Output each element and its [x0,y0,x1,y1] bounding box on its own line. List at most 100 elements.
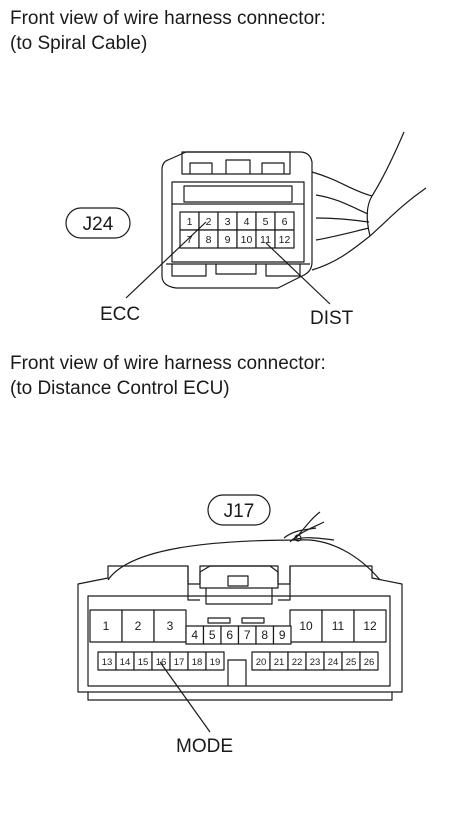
j17-pin-6: 6 [220,625,240,645]
j24-pin-12: 12 [274,229,295,249]
spiral-cable-heading: Front view of wire harness connector: (t… [10,6,326,56]
j24-pin-3-label: 3 [225,216,231,228]
j17-pin-2-label: 2 [135,619,142,633]
j17-mode-callout: MODE [176,736,233,757]
j17-mode-leader [159,661,211,733]
j17-pin-11: 11 [321,609,355,643]
j17-pin-24: 24 [323,651,343,671]
j24-ecc-callout: ECC [100,304,140,325]
j17-pin-20-label: 20 [256,657,267,668]
j17-pin-5: 5 [202,625,222,645]
j24-pin-11-label: 11 [260,234,271,246]
j17-pin-23: 23 [305,651,325,671]
j17-pin-12-label: 12 [363,619,377,633]
j24-pin-5: 5 [255,211,276,231]
j24-pin-10: 10 [236,229,257,249]
j17-pin-14: 14 [115,651,135,671]
j24-pin-12-label: 12 [279,234,291,246]
distance-ecu-heading: Front view of wire harness connector: (t… [10,351,326,401]
j17-pin-25: 25 [341,651,361,671]
j17-pin-6-label: 6 [226,628,233,642]
j24-pin-9: 9 [217,229,238,249]
j17-pin-20: 20 [251,651,271,671]
distance-heading-line-1: Front view of wire harness connector: [10,353,326,374]
j17-pin-23-label: 23 [310,657,321,668]
j17-inner-frame [87,595,391,687]
j17-pin-4-label: 4 [191,628,198,642]
connector-j17: J17 [77,494,403,701]
j24-cable [311,131,427,271]
j24-inner-frame [171,181,305,263]
j17-pin-14-label: 14 [120,657,131,668]
j17-pin-2: 2 [121,609,155,643]
j17-pin-1-label: 1 [103,619,110,633]
j17-pin-22: 22 [287,651,307,671]
j24-tag-label: J24 [83,214,114,235]
j17-pin-12: 12 [353,609,387,643]
j17-pin-18: 18 [187,651,207,671]
connector-j24: J24 [65,131,427,289]
j17-pin-13: 13 [97,651,117,671]
j24-pin-7-label: 7 [187,234,193,246]
j17-pin-10-label: 10 [299,619,313,633]
j17-pin-17: 17 [169,651,189,671]
j24-dist-callout: DIST [310,308,354,329]
j17-pin-18-label: 18 [192,657,203,668]
j17-pin-24-label: 24 [328,657,339,668]
j17-pin-5-label: 5 [209,628,216,642]
j17-pin-8: 8 [255,625,275,645]
j24-pin-1-label: 1 [187,216,193,228]
j17-pin-7-label: 7 [244,628,251,642]
j24-ecc-leader [125,221,207,299]
j17-pin-21: 21 [269,651,289,671]
j24-pin-11: 11 [255,229,276,249]
j24-tag-oval [65,207,131,239]
spiral-heading-line-1: Front view of wire harness connector: [10,8,326,29]
j17-pin-1: 1 [89,609,123,643]
j24-pin-4-label: 4 [244,216,250,228]
j24-pin-3: 3 [217,211,238,231]
j24-pin-5-label: 5 [263,216,269,228]
j17-pin-16: 16 [151,651,171,671]
j24-pin-6-label: 6 [282,216,288,228]
j24-pin-2: 2 [198,211,219,231]
j17-pin-9-label: 9 [279,628,286,642]
distance-heading-line-2: (to Distance Control ECU) [10,378,230,399]
j24-pin-10-label: 10 [241,234,253,246]
j24-pin-7: 7 [179,229,200,249]
j24-pin-6: 6 [274,211,295,231]
j24-dist-leader [265,242,331,305]
j24-pin-8-label: 8 [206,234,212,246]
j17-pin-25-label: 25 [346,657,357,668]
j17-pin-7: 7 [237,625,257,645]
j24-pin-8: 8 [198,229,219,249]
j17-tag-oval [207,494,271,526]
j24-pin-4: 4 [236,211,257,231]
j17-pin-3: 3 [153,609,187,643]
j17-pin-9: 9 [272,625,292,645]
j24-top-latch [181,151,291,175]
j17-pin-3-label: 3 [167,619,174,633]
j17-pin-19: 19 [205,651,225,671]
j17-pin-17-label: 17 [174,657,185,668]
j17-pin-19-label: 19 [210,657,221,668]
j17-pin-10: 10 [289,609,323,643]
j24-pin-2-label: 2 [206,216,212,228]
j17-pin-22-label: 22 [292,657,303,668]
j17-tag-label: J17 [224,501,255,522]
j17-pin-15: 15 [133,651,153,671]
j17-pin-15-label: 15 [138,657,149,668]
j17-pin-4: 4 [185,625,205,645]
j17-pin-26-label: 26 [364,657,375,668]
j24-pin-9-label: 9 [225,234,231,246]
j17-pin-11-label: 11 [332,619,345,633]
j17-pin-21-label: 21 [274,657,285,668]
j17-wire-bundle [107,511,381,581]
j17-pin-13-label: 13 [102,657,113,668]
spiral-heading-line-2: (to Spiral Cable) [10,33,148,54]
j17-pin-8-label: 8 [261,628,268,642]
j24-housing [161,151,313,289]
